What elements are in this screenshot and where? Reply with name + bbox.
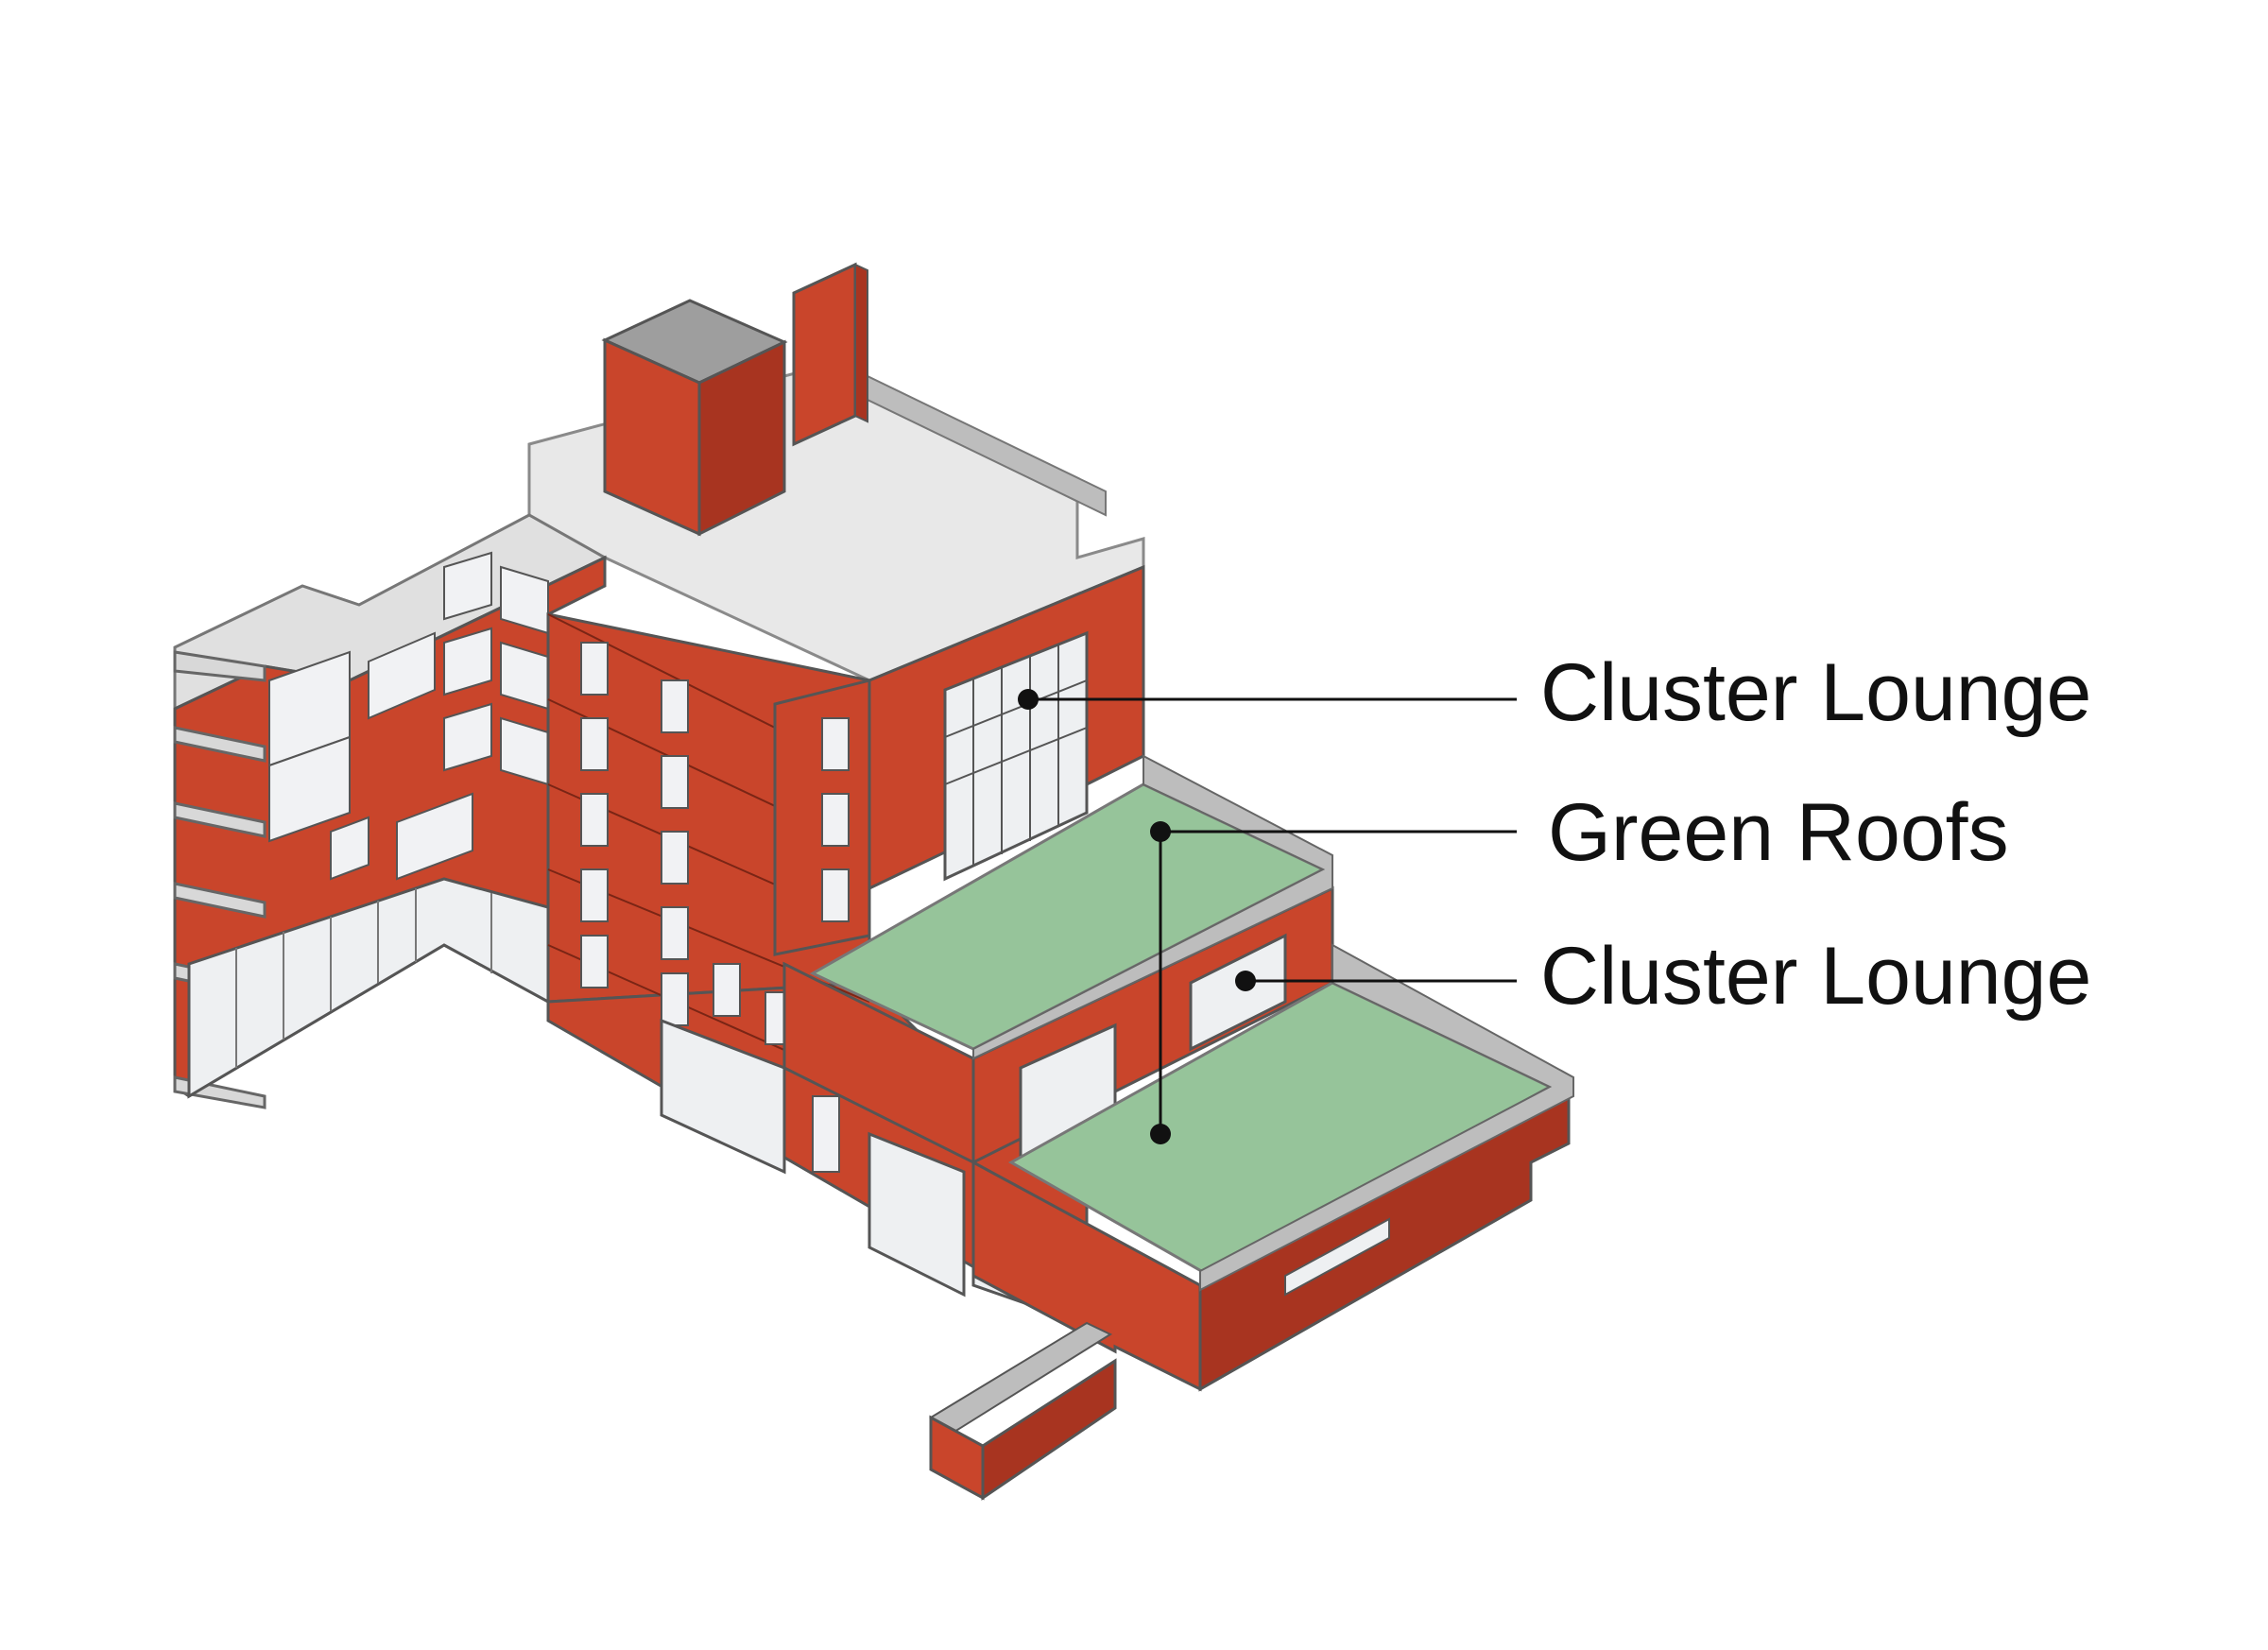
tower-windows <box>580 642 845 1173</box>
garden-wall-side <box>981 1358 1117 1501</box>
callout-label-green-roofs: Green Roofs <box>1548 787 2009 878</box>
back-chimney-side <box>854 263 868 423</box>
tower-bay-windows <box>821 717 850 922</box>
left-wing-storefront-mullions <box>235 888 492 1068</box>
callout-leaders <box>1028 697 1517 1134</box>
front-block-window <box>1284 1217 1390 1297</box>
callout-dots <box>1018 689 1256 1144</box>
callout-label-upper-lounge: Cluster Lounge <box>1540 647 2091 738</box>
upper-lounge-mullions <box>944 645 1088 867</box>
stair-tower-right <box>697 339 786 537</box>
back-chimney <box>792 262 857 447</box>
lower-green-roof-parapet <box>1199 943 1574 1292</box>
upper-green-roof-parapet <box>972 754 1333 1060</box>
left-wing-windows <box>268 551 549 881</box>
callout-label-lower-lounge: Cluster Lounge <box>1540 931 2091 1022</box>
lower-cluster-lounge-glazing <box>1019 933 1287 1160</box>
